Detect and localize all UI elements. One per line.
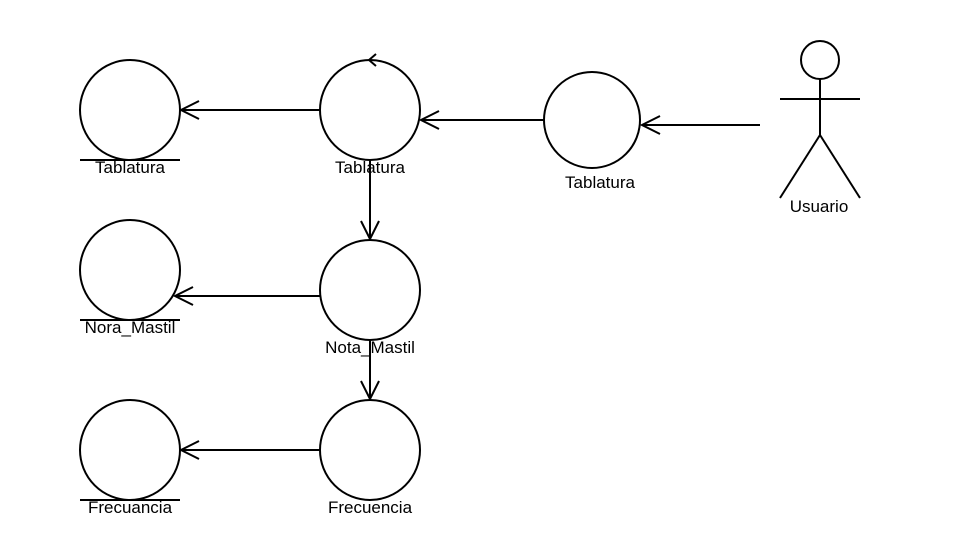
actor-usuario-figure[interactable] — [779, 40, 861, 199]
arrow-control-nota-mastil-to-entity-nora-mastil — [172, 286, 320, 306]
actor-usuario-label: Usuario — [789, 197, 849, 216]
entity-nora-mastil-shape[interactable] — [79, 219, 181, 321]
arrow-control-nota-mastil-to-control-frecuencia — [360, 340, 380, 402]
control-frecuencia-shape[interactable] — [319, 399, 421, 501]
arrow-control-frecuencia-to-entity-frecuancia — [178, 440, 320, 460]
entity-frecuancia-label: Frecuancia — [87, 498, 173, 517]
control-nota-mastil-label: Nota_Mastil — [325, 338, 415, 357]
entity-tablatura-label: Tablatura — [95, 158, 165, 177]
arrow-actor-to-boundary — [639, 115, 760, 135]
boundary-tablatura-label: Tablatura — [565, 173, 635, 192]
control-nota-mastil-shape[interactable] — [319, 239, 421, 341]
boundary-tablatura-shape[interactable] — [543, 71, 641, 169]
control-tablatura-label: Tablatura — [335, 158, 405, 177]
entity-frecuancia-shape[interactable] — [79, 399, 181, 501]
arrow-control-tablatura-to-entity-tablatura — [178, 100, 320, 120]
control-tablatura-shape[interactable] — [319, 53, 421, 161]
arrow-boundary-to-control-tablatura — [418, 110, 544, 130]
entity-tablatura-shape[interactable] — [79, 59, 181, 161]
arrow-control-tablatura-to-control-nota-mastil — [360, 160, 380, 242]
entity-nora-mastil-label: Nora_Mastil — [84, 318, 176, 337]
control-frecuencia-label: Frecuencia — [327, 498, 413, 517]
